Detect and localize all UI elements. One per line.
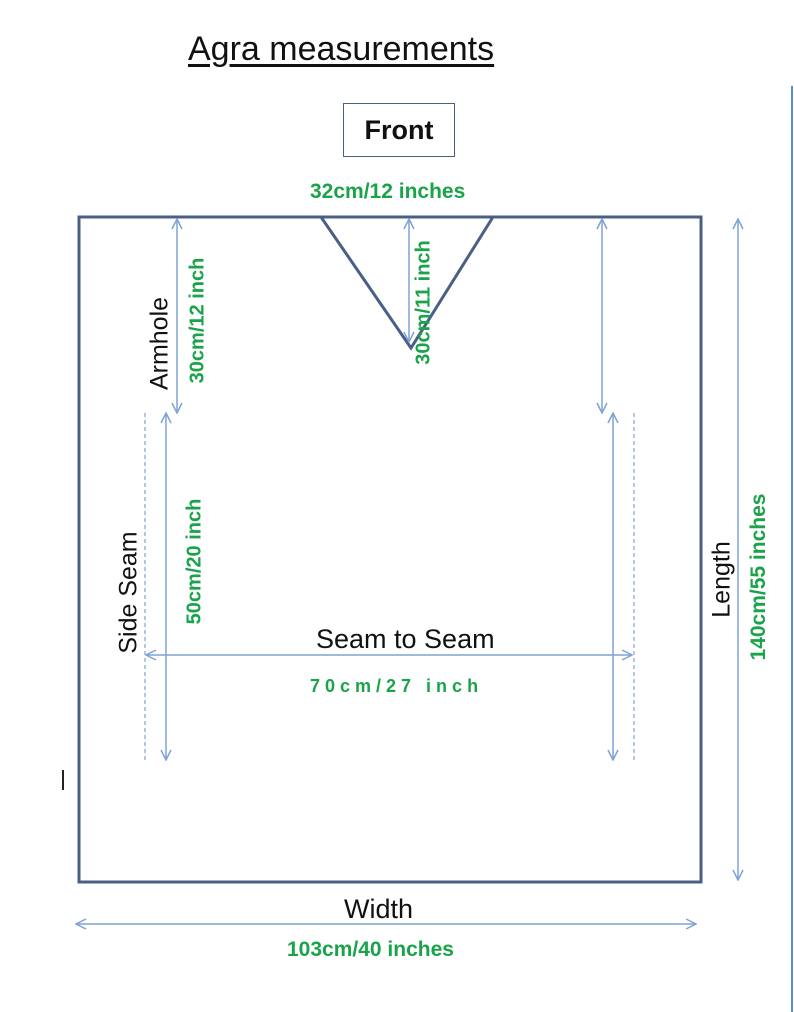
front-label: Front [364,114,434,145]
seam-to-seam-value: 70cm/27 inch [310,676,484,696]
length-label: Length [707,541,736,618]
length-value: 140cm/55 inches [747,493,770,661]
armhole-value: 30cm/12 inch [186,257,209,384]
v-neckline [319,216,495,351]
side-seam-value: 50cm/20 inch [183,498,206,625]
neck-depth-value: 30cm/11 inch [412,240,435,365]
front-label-box: Front [343,103,455,157]
page-edge-rule [791,86,793,1012]
seam-to-seam-label: Seam to Seam [316,624,495,654]
text-cursor [62,770,64,790]
side-seam-label: Side Seam [114,531,143,654]
neck-width-label: 32cm/12 inches [310,180,466,203]
width-label: Width [344,894,414,924]
page-title: Agra measurements [188,30,495,68]
width-value: 103cm/40 inches [287,938,454,961]
garment-outline [77,215,703,884]
armhole-label: Armhole [145,296,174,391]
